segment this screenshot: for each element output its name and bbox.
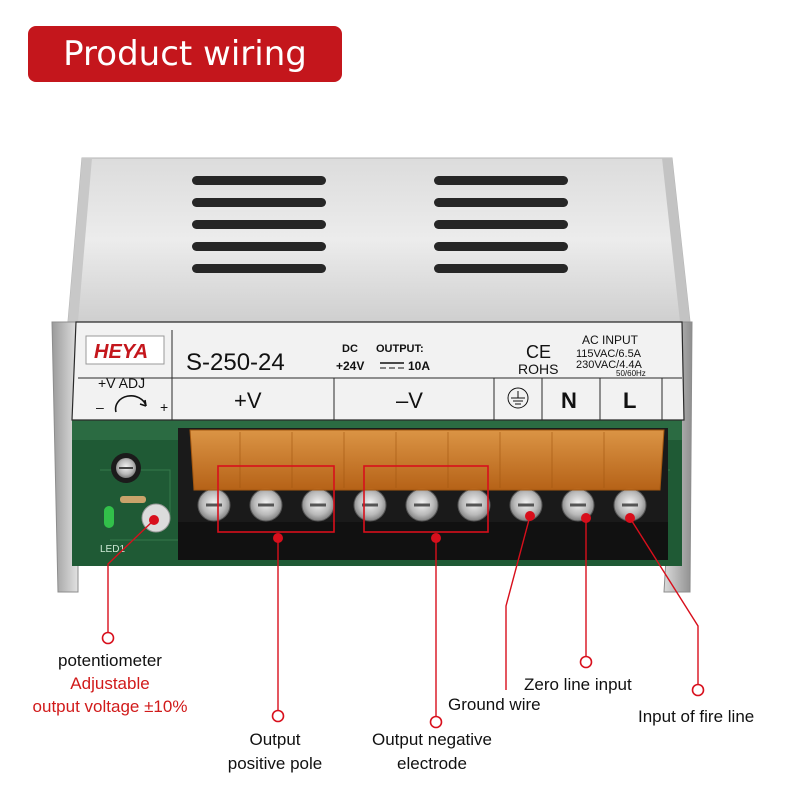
output-negative-label-line1: Output negative bbox=[371, 730, 493, 749]
title-banner: Product wiring bbox=[28, 26, 342, 82]
negative-group-box bbox=[363, 465, 489, 533]
ground-wire-label: Ground wire bbox=[448, 695, 541, 714]
model-number: S-250-24 bbox=[186, 349, 285, 376]
brand-logo: HEYA bbox=[94, 341, 148, 363]
svg-text:10A: 10A bbox=[408, 359, 430, 373]
output-voltage-label: output voltage ±10% bbox=[32, 697, 188, 716]
adjust-label: +V ADJ bbox=[98, 375, 145, 391]
vent-slots bbox=[192, 176, 568, 273]
potentiometer-label: potentiometer bbox=[58, 651, 162, 670]
svg-text:230VAC/4.4A: 230VAC/4.4A bbox=[576, 359, 643, 371]
terminal-block bbox=[178, 428, 668, 560]
output-positive-label-line1: Output bbox=[249, 730, 301, 749]
svg-text:50/60Hz: 50/60Hz bbox=[616, 369, 646, 378]
svg-text:+: + bbox=[160, 399, 168, 415]
zero-line-label: Zero line input bbox=[524, 675, 632, 694]
ce-mark: CE bbox=[526, 342, 551, 362]
callout-leaders bbox=[107, 515, 699, 716]
callout-endpoints bbox=[101, 631, 705, 729]
ground-symbol-icon bbox=[507, 387, 529, 409]
svg-text:AC INPUT: AC INPUT bbox=[582, 333, 639, 347]
terminal-label-l: L bbox=[623, 388, 636, 413]
label-plate bbox=[71, 321, 685, 421]
casing-top bbox=[67, 157, 691, 323]
adjustable-label: Adjustable bbox=[70, 674, 150, 693]
svg-text:LED1: LED1 bbox=[100, 544, 125, 555]
fire-line-label: Input of fire line bbox=[638, 707, 755, 726]
terminal-label-positive: +V bbox=[234, 388, 262, 413]
svg-text:DC: DC bbox=[342, 343, 358, 355]
svg-text:+24V: +24V bbox=[336, 359, 364, 373]
output-negative-label-line2: electrode bbox=[397, 754, 467, 773]
svg-text:–: – bbox=[96, 399, 104, 415]
svg-text:OUTPUT:: OUTPUT: bbox=[376, 343, 424, 355]
positive-group-box bbox=[217, 465, 335, 533]
label-plate-text: HEYA S-250-24 DC OUTPUT: +24V 10A CE ROH… bbox=[94, 333, 646, 555]
rohs-mark: ROHS bbox=[518, 361, 558, 377]
terminal-label-negative: –V bbox=[396, 388, 423, 413]
svg-text:115VAC/6.5A: 115VAC/6.5A bbox=[576, 348, 642, 360]
terminal-label-n: N bbox=[561, 388, 577, 413]
output-positive-label-line2: positive pole bbox=[227, 754, 323, 773]
